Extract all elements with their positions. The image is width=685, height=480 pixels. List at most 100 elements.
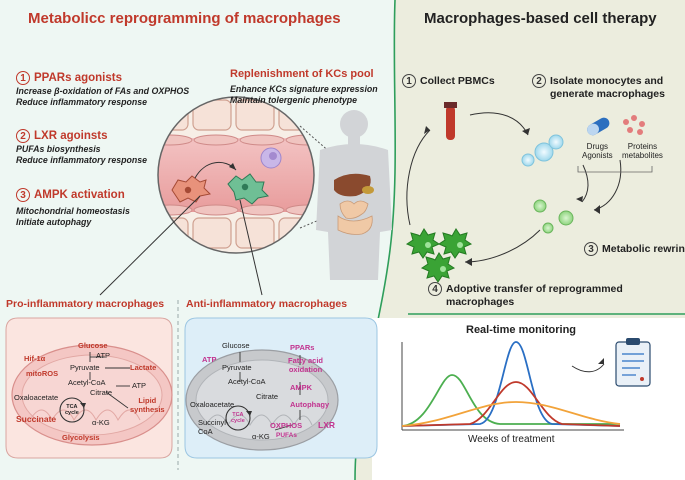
item-3-desc-2: Initiate autophagy — [16, 217, 92, 227]
anti-autophagy: Autophagy — [290, 400, 330, 409]
pro-acetyl-coa: Acetyl-CoA — [68, 378, 106, 387]
therapy-cycle-arrows — [406, 112, 622, 263]
anti-acetyl-coa: Acetyl-CoA — [228, 377, 266, 386]
anti-pufas: PUFAs — [276, 432, 297, 439]
drugs-line-1: Drugs — [586, 142, 609, 151]
blood-tube-icon — [444, 102, 457, 140]
monitoring-xlabel: Weeks of treatment — [468, 434, 555, 445]
anti-succinyl-coa: Succinyl-CoA — [198, 418, 228, 436]
anti-pathway-arrows — [239, 352, 301, 431]
drug-capsule-icon — [587, 117, 610, 136]
monitor-arrow — [571, 363, 605, 373]
anti-oxaloacetate: Oxaloacetate — [190, 400, 235, 409]
anti-inflammatory-label: Anti-inflammatory macrophages — [186, 298, 348, 310]
proteins-line-1: Proteins — [627, 142, 658, 151]
item-2-number: 2 — [16, 129, 30, 143]
step-1: 1 Collect PBMCs — [402, 74, 495, 88]
proteins-line-2: metabolites — [622, 151, 663, 160]
kc-desc-2: Maintain tolergenic phenotype — [230, 95, 358, 105]
monocyte-cells — [521, 134, 564, 167]
red-curve — [401, 381, 621, 427]
anti-tca-cycle — [225, 405, 251, 431]
step-3-number: 3 — [584, 242, 598, 256]
item-1-desc-2: Reduce inflammatory response — [16, 97, 148, 107]
pro-pyruvate: Pyruvate — [70, 363, 100, 372]
step-3: 3 Metabolic rewring — [584, 242, 685, 256]
item-1-label: PPARs agonists — [34, 72, 122, 84]
item-1-desc-1: Increase β-oxidation of FAs and OXPHOS — [16, 86, 190, 96]
reprogrammed-macrophages — [533, 199, 574, 234]
anti-citrate: Citrate — [256, 392, 279, 401]
item-3-label: AMPK activation — [34, 189, 125, 201]
pro-akg: α-KG — [92, 418, 110, 427]
step-1-label: Collect PBMCs — [420, 75, 495, 87]
green-curve — [401, 374, 620, 427]
pro-lipid-line-2: synthesis — [130, 405, 165, 414]
pointer-anti — [239, 199, 263, 296]
anti-ppars: PPARs — [290, 343, 315, 352]
clipboard-icon — [615, 338, 651, 387]
step-3-label: Metabolic rewring — [602, 243, 685, 255]
item-1-number: 1 — [16, 71, 30, 85]
human-body-figure — [316, 110, 392, 280]
monitoring-chart — [401, 341, 624, 431]
anti-oxphos: OXPHOS — [270, 421, 303, 430]
pro-oxaloacetate: Oxaloacetate — [14, 393, 59, 402]
pro-pathway-arrows — [89, 352, 130, 409]
pro-glycolysis: Glycolysis — [62, 433, 100, 442]
anti-lxr: LXR — [318, 420, 335, 430]
step-2-number: 2 — [532, 74, 546, 88]
transferred-macrophages — [405, 228, 473, 283]
anti-macrophage-in-vessel — [227, 173, 270, 205]
anti-akg: α-KG — [252, 432, 270, 441]
pro-tca-cycle — [59, 397, 85, 423]
left-panel-title: Metabolicc reprogramming of macrophages — [28, 10, 341, 27]
pro-hif: Hif-1α — [24, 354, 46, 363]
anti-ampk: AMPK — [290, 383, 313, 392]
blue-curve — [401, 341, 621, 427]
anti-succinyl-line-2: CoA — [198, 427, 213, 436]
kc-desc-1: Enhance KCs signature expression — [230, 84, 378, 94]
pro-glucose: Glucose — [78, 341, 108, 350]
drugs-bracket — [577, 166, 653, 173]
kc-heading: Replenishment of KCs pool — [230, 68, 374, 80]
pro-atp-1: ATP — [96, 351, 111, 360]
pro-atp-2: ATP — [132, 381, 147, 390]
protein-dots-icon — [623, 115, 645, 135]
pro-lipid-line-1: Lipid — [138, 396, 157, 405]
item-2-desc-2: Reduce inflammatory response — [16, 155, 148, 165]
anti-glucose: Glucose — [222, 341, 250, 350]
right-panel-title: Macrophages-based cell therapy — [424, 10, 657, 27]
item-2-label: LXR agoinsts — [34, 130, 108, 142]
anti-fao-line-2: oxidation — [288, 365, 323, 374]
orange-curve — [401, 401, 621, 427]
step-1-number: 1 — [402, 74, 416, 88]
monitoring-title: Real-time monitoring — [466, 324, 577, 336]
item-3-desc-1: Mitochondrial homeostasis — [16, 206, 130, 216]
anti-fao-line-1: Fatty acid — [288, 356, 324, 365]
pro-tca-line-2: cycle — [65, 410, 79, 416]
step-2-label-2: generate macrophages — [550, 88, 665, 100]
pointer-pro — [99, 195, 201, 296]
anti-pyruvate: Pyruvate — [222, 363, 252, 372]
anti-tca-line-1: TCA — [232, 412, 244, 418]
drugs-line-2: Agonists — [582, 151, 613, 160]
pro-mitoros: mitoROS — [26, 369, 59, 378]
pro-lactate: Lactate — [130, 363, 157, 372]
pro-citrate: Citrate — [90, 388, 113, 397]
step-4-number: 4 — [428, 282, 442, 296]
anti-atp: ATP — [202, 355, 217, 364]
item-2-heading: 2 LXR agoinsts — [16, 126, 107, 144]
item-2-desc-1: PUFAs biosynthesis — [16, 144, 101, 154]
step-2-label-1: Isolate monocytes and — [550, 75, 664, 87]
step-4-label-1: Adoptive transfer of reprogrammed — [446, 283, 623, 295]
